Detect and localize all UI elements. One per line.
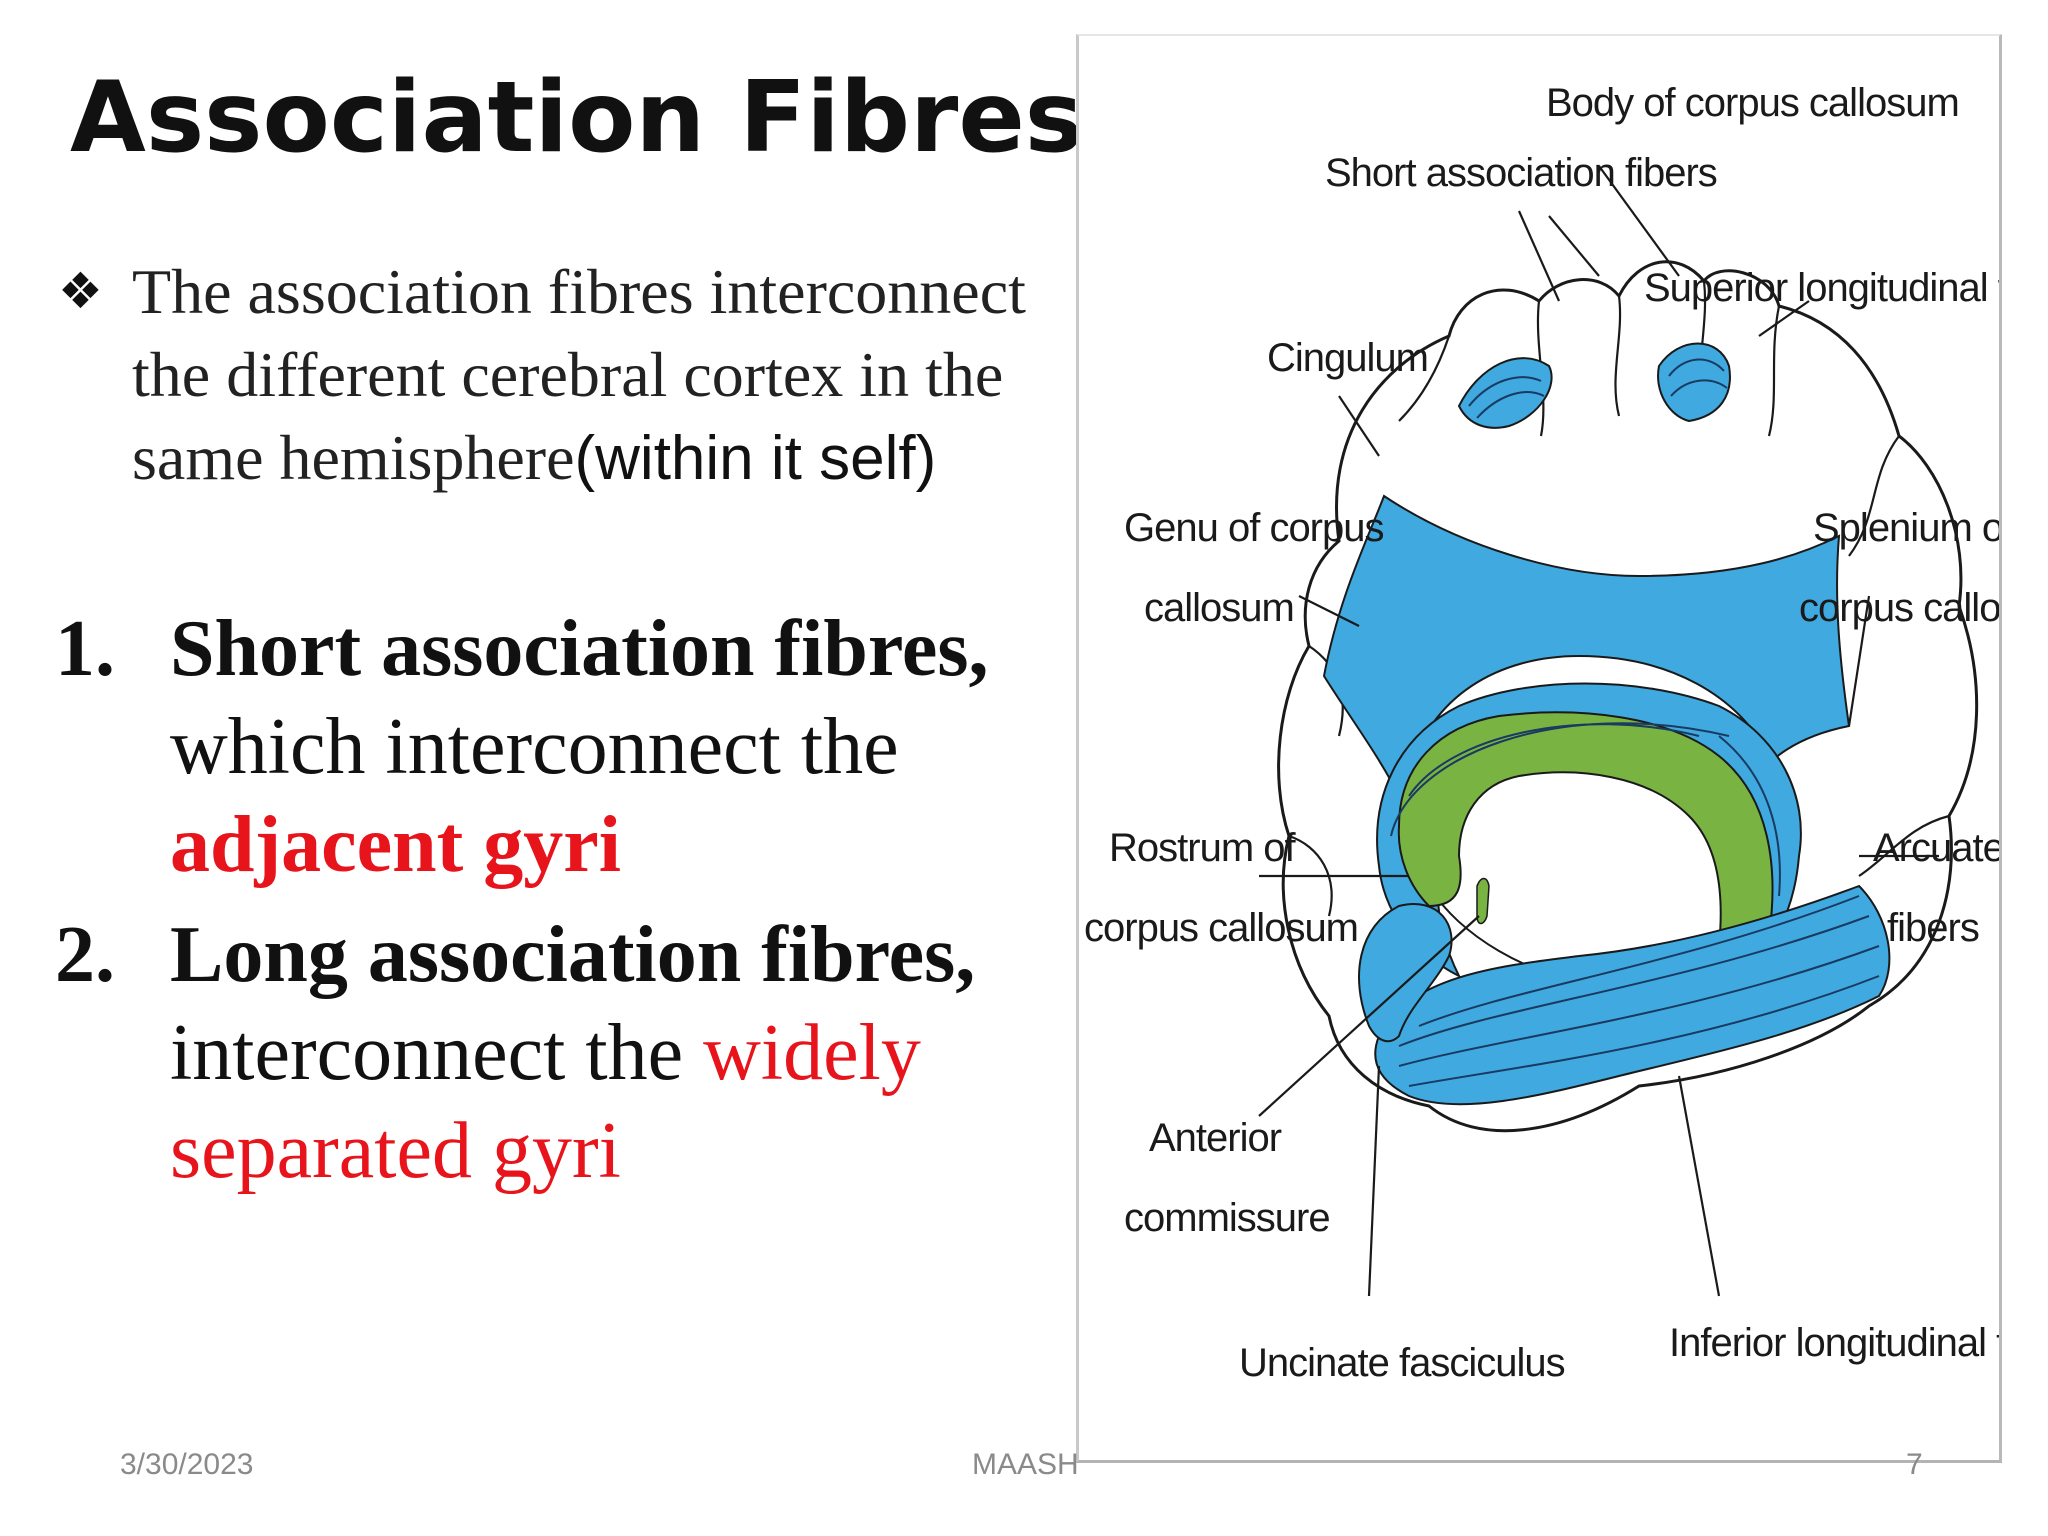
short-fibres-patch-1 [1457,357,1553,429]
label-rostrum-2: corpus callosum [1084,906,1358,950]
footer-page-number: 7 [1906,1448,1923,1481]
diamond-bullet-icon: ❖ [58,262,103,320]
label-short-association-fibers: Short association fibers [1325,151,1717,195]
list-number: 1. [55,605,115,693]
slide-title: Association Fibres [70,61,1084,175]
label-cingulum: Cingulum [1267,336,1428,380]
label-arcuate-2: fibers [1887,906,1979,950]
label-genu-1: Genu of corpus [1124,506,1384,550]
label-rostrum-1: Rostrum of [1109,826,1296,870]
inferior-fibre-band [1374,884,1891,1106]
bullet-point: ❖ The association fibres interconnect th… [58,250,1038,500]
list-item-short-association: 1. Short association fibres, which inter… [55,600,1015,894]
anterior-commissure [1476,877,1490,925]
bullet-text: The association fibres interconnect the … [132,250,1038,500]
list-number: 2. [55,911,115,999]
label-splenium-1: Splenium of [1813,506,1999,550]
label-inferior-longitudinal-fasciculus: Inferior longitudinal fasciculus [1669,1321,1999,1365]
list-item-highlight: widely separated gyri [170,1009,921,1195]
label-splenium-2: corpus callosum [1799,586,1999,630]
label-superior-longitudinal-fasciculus: Superior longitudinal fasciculus [1644,266,1999,310]
label-anterior-2: commissure [1124,1196,1330,1240]
label-anterior-1: Anterior [1149,1116,1282,1160]
footer-date: 3/30/2023 [120,1448,254,1481]
label-body-corpus-callosum: Body of corpus callosum [1546,81,1959,125]
label-genu-2: callosum [1144,586,1294,630]
list-item-text: which interconnect the [170,703,899,791]
brain-association-fibres-figure: Body of corpus callosum Short associatio… [1076,34,2002,1463]
label-arcuate-1: Arcuate [1873,826,1999,870]
corpus-callosum [1397,711,1774,956]
list-item-long-association: 2. Long association fibres, interconnect… [55,906,1015,1200]
list-item-highlight: adjacent gyri [170,801,622,889]
list-item-text: interconnect the [170,1009,684,1097]
label-uncinate-fasciculus: Uncinate fasciculus [1239,1341,1565,1385]
bullet-text-tail: (within it self) [574,424,937,493]
bullet-text-main: The association fibres interconnect the … [132,256,1026,493]
list-item-heading: Long association fibres, [170,911,976,999]
footer-author: MAASH [972,1448,1079,1481]
list-item-heading: Short association fibres, [170,605,989,693]
brain-diagram: Body of corpus callosum Short associatio… [1084,81,1999,1385]
